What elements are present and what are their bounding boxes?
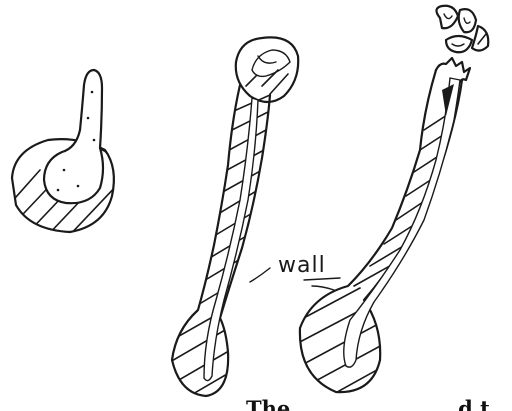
wall-label-underline (304, 278, 340, 280)
right-ruptured-tube (296, 6, 488, 396)
caption: The ... ... ... ... ... ...d t (246, 396, 490, 411)
wall-label: wall (278, 253, 326, 278)
wall-leader-right (312, 286, 334, 290)
middle-germ-tube (170, 37, 298, 398)
caption-rest: ... ... ... ... ... ...d t (290, 396, 490, 411)
wall-label-group: wall (250, 253, 340, 290)
wall-leader-left (250, 268, 270, 282)
left-spore (0, 70, 125, 240)
caption-start: The (246, 396, 290, 411)
